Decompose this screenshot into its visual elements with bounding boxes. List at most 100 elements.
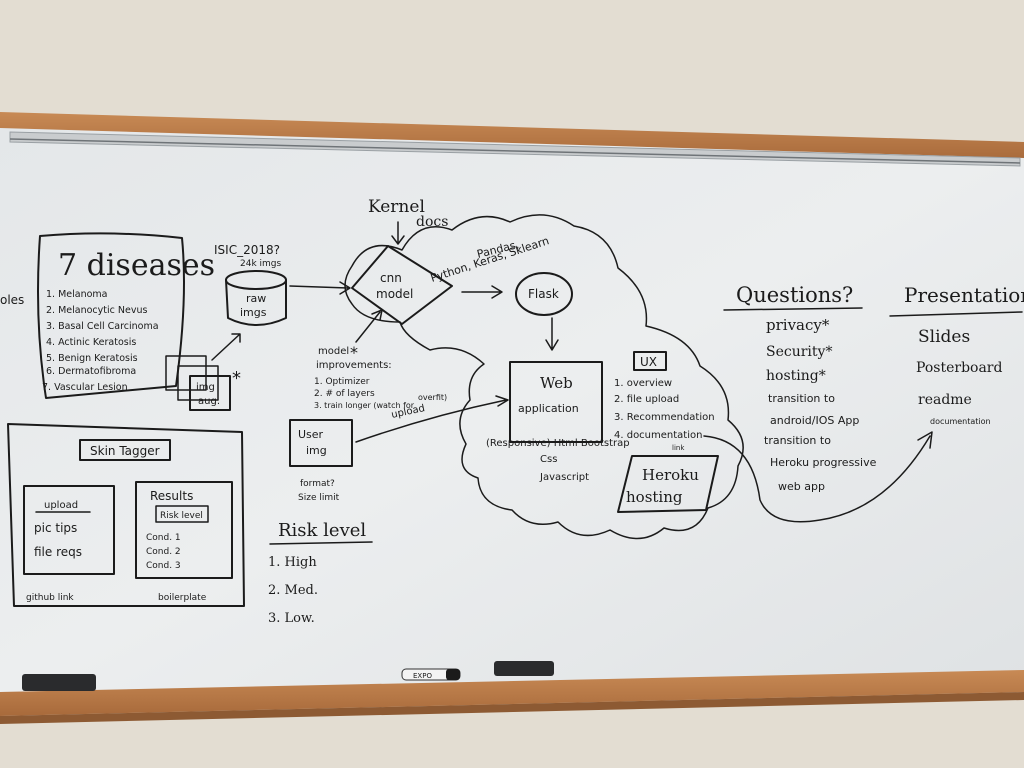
results-item: Cond. 2 [146, 547, 181, 557]
asterisk-mark: * [232, 368, 241, 389]
upload-panel-item: file reqs [34, 545, 82, 559]
question-item: Security* [766, 344, 832, 360]
arrow-upload [355, 395, 509, 443]
ux-item: 3. Recommendation [614, 412, 715, 423]
asterisk-mark: * [350, 343, 358, 362]
presentation-item: documentation [930, 417, 991, 426]
kernel-docs-label: docs [416, 214, 448, 230]
questions-title: Questions? [736, 283, 853, 307]
improvement-item: 2. # of layers [314, 389, 375, 399]
eraser-left [22, 674, 96, 691]
kernel-label: Kernel [368, 197, 425, 217]
img-aug-label: img [196, 382, 215, 393]
upload-panel [23, 485, 115, 575]
disease-item: 6. Dermatofibroma [46, 366, 136, 377]
heroku-box [617, 455, 719, 513]
question-item: hosting* [766, 368, 826, 384]
img-aug-label: aug. [198, 396, 220, 407]
risk-level-item: 3. Low. [268, 611, 315, 626]
question-item: Heroku progressive [770, 456, 877, 469]
improvement-item: overfit) [418, 393, 447, 402]
web-tech-label: Javascript [539, 472, 589, 483]
risk-level-item: 2. Med. [268, 583, 318, 598]
web-app-box [509, 361, 603, 443]
cnn-model: cnn model [351, 245, 453, 325]
web-tech-label: (Responsive) Html Bootstrap [486, 438, 630, 449]
diseases-title: 7 diseases [58, 248, 215, 283]
diseases-box [37, 232, 185, 399]
cylinder-label: raw [246, 292, 266, 305]
diseases-list: 1. Melanoma 2. Melanocytic Nevus 3. Basa… [42, 289, 159, 393]
presentation-underline [889, 311, 1023, 317]
risk-level-tag [155, 505, 209, 523]
arrow-kernel-down [391, 221, 405, 245]
arrow-aug-to-dataset [211, 333, 241, 361]
upload-panel-item: pic tips [34, 521, 77, 535]
disease-item: 7. Vascular Lesion [42, 382, 128, 393]
marker-label: EXPO [413, 672, 432, 680]
img-aug-stack: img aug. * [165, 355, 241, 411]
user-img-label: img [306, 444, 327, 457]
presentation-list: Slides Posterboard readme documentation [916, 327, 1002, 426]
github-link-label: github link [26, 593, 74, 603]
heroku-label: hosting [626, 488, 683, 506]
marker-tray [0, 670, 1024, 716]
arrow-cnn-to-flask [461, 285, 503, 299]
disease-item: 5. Benign Keratosis [46, 353, 138, 364]
results-item: Cond. 1 [146, 533, 181, 543]
disease-item: 1. Melanoma [46, 289, 108, 300]
ux-item: 2. file upload [614, 394, 679, 405]
question-item: privacy* [766, 316, 830, 334]
flask-label: Flask [528, 287, 559, 301]
presentation-item: Posterboard [916, 360, 1002, 376]
web-tech-label: Css [540, 454, 557, 465]
arrow-dataset-to-cnn [289, 281, 351, 295]
arrow-to-presentation [703, 431, 933, 523]
presentation-item: Slides [918, 327, 970, 347]
dataset-subtitle: 24k imgs [240, 259, 282, 269]
questions-list: privacy* Security* hosting* transition t… [764, 316, 877, 493]
web-app-label: application [518, 402, 579, 415]
raw-imgs-cylinder: raw imgs [225, 270, 287, 326]
boilerplate-label: boilerplate [158, 593, 207, 603]
improvement-item: 1. Optimizer [314, 377, 370, 387]
presentation-item: readme [918, 392, 972, 408]
risk-level-title: Risk level [278, 520, 366, 541]
arrow-improve-to-cnn [355, 309, 383, 343]
presentation-title: Presentation [904, 283, 1024, 307]
question-item: transition to [768, 392, 835, 405]
question-item: transition to [764, 434, 831, 447]
cnn-label: cnn [380, 271, 402, 285]
flask-node [515, 272, 573, 316]
results-panel [135, 481, 233, 579]
cylinder-label: imgs [240, 306, 267, 319]
user-img-box [289, 419, 353, 467]
ux-item: link [672, 444, 685, 452]
ux-list: 1. overview 2. file upload 3. Recommenda… [614, 378, 715, 452]
results-heading: Results [150, 489, 193, 503]
arrow-flask-to-web [545, 317, 559, 351]
ux-item: 1. overview [614, 378, 672, 389]
ux-title: UX [640, 355, 657, 369]
question-item: web app [778, 480, 825, 493]
model-improvements-title: model [318, 346, 349, 357]
dataset-title: ISIC_2018? [214, 243, 280, 257]
cutoff-text: oles [0, 293, 24, 307]
cloud-outline [344, 214, 744, 540]
eraser-right [494, 661, 554, 676]
risk-level-tag-label: Risk level [160, 511, 203, 521]
disease-item: 2. Melanocytic Nevus [46, 305, 147, 316]
upload-panel-heading: upload [44, 500, 78, 511]
user-img-note: Size limit [298, 493, 340, 503]
cnn-label: model [376, 287, 413, 301]
ux-item: 4. documentation [614, 430, 702, 441]
disease-item: 4. Actinic Keratosis [46, 337, 136, 348]
web-app-label: Web [540, 374, 573, 392]
user-img-note: format? [300, 479, 335, 489]
whiteboard [0, 128, 1024, 692]
risk-level-item: 1. High [268, 555, 317, 570]
skin-tagger-title: Skin Tagger [90, 444, 160, 458]
questions-underline [723, 307, 863, 311]
results-item: Cond. 3 [146, 561, 181, 571]
heroku-label: Heroku [642, 466, 699, 484]
